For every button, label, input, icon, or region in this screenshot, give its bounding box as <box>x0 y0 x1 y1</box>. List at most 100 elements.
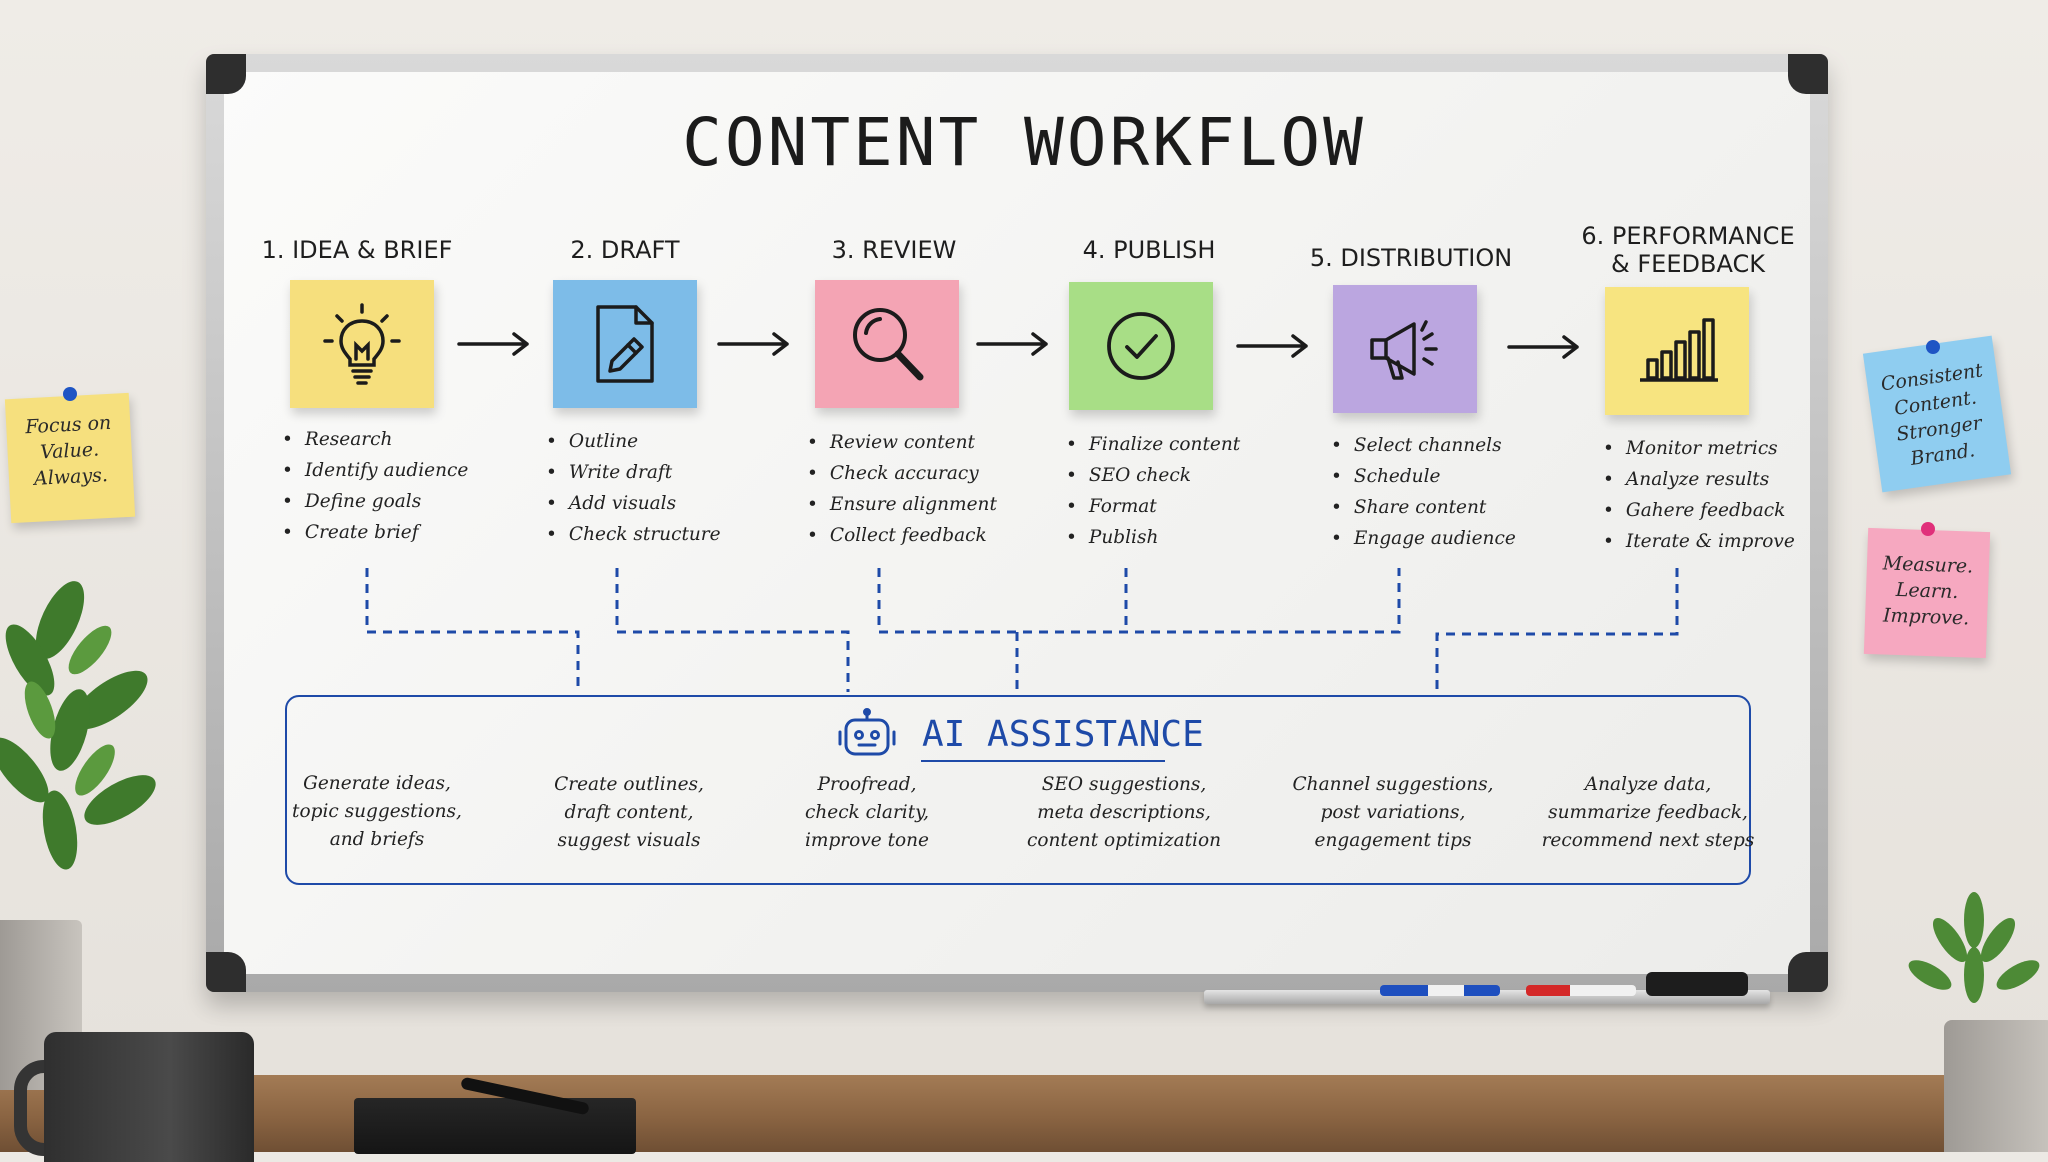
step-title-performance-line1: 6. PERFORMANCE <box>1581 222 1795 250</box>
step-list-distribution: Select channels Schedule Share content E… <box>1331 430 1516 554</box>
list-item: Check accuracy <box>807 458 997 489</box>
list-item: SEO check <box>1066 460 1240 491</box>
list-item: Identify audience <box>282 455 468 486</box>
ai-col-draft: Create outlines, draft content, suggest … <box>514 771 744 855</box>
ai-text-line: recommend next steps <box>1541 830 1755 851</box>
list-item: Research <box>282 424 468 455</box>
plant-right <box>1908 892 2040 1003</box>
ai-col-review: Proofread, check clarity, improve tone <box>752 771 982 855</box>
pushpin <box>1926 340 1940 354</box>
list-item: Check structure <box>546 519 721 550</box>
red-marker[interactable] <box>1526 985 1636 996</box>
step-title-review: 3. REVIEW <box>831 236 957 264</box>
step-list-review: Review content Check accuracy Ensure ali… <box>807 427 997 551</box>
notebook <box>354 1098 636 1154</box>
ai-text-line: Channel suggestions, <box>1292 774 1494 795</box>
step-list-publish: Finalize content SEO check Format Publis… <box>1066 429 1240 553</box>
board-corner-cap <box>206 54 246 94</box>
flow-arrow <box>457 332 529 356</box>
desk <box>0 1075 2048 1152</box>
bar-chart-icon <box>1640 318 1718 382</box>
ai-text-line: Generate ideas, <box>303 773 451 794</box>
whiteboard-surface <box>224 72 1810 974</box>
wall-note-line: Improve. <box>1882 604 1970 630</box>
sticky-note-performance <box>1605 287 1749 415</box>
ai-assistance-header: AI ASSISTANCE <box>836 708 1216 764</box>
wall-note-line: Always. <box>33 464 109 490</box>
list-item: Finalize content <box>1066 429 1240 460</box>
ai-text-line: engagement tips <box>1314 830 1472 851</box>
ai-col-distribution: Channel suggestions, post variations, en… <box>1278 771 1508 855</box>
list-item: Select channels <box>1331 430 1516 461</box>
wall-note-measure: Measure. Learn. Improve. <box>1863 527 1991 659</box>
step-list-idea-brief: Research Identify audience Define goals … <box>282 424 468 548</box>
step-title-performance-line2: & FEEDBACK <box>1611 250 1765 278</box>
list-item: Create brief <box>282 517 468 548</box>
ai-text-line: Create outlines, <box>554 774 704 795</box>
flow-arrow <box>1236 334 1308 358</box>
board-corner-cap <box>206 952 246 992</box>
step-title-performance: 6. PERFORMANCE & FEEDBACK <box>1568 222 1808 278</box>
sticky-note-draft <box>553 280 697 408</box>
ai-col-performance: Analyze data, summarize feedback, recomm… <box>1533 771 1763 855</box>
ai-text-line: Analyze data, <box>1584 774 1712 795</box>
list-item: Monitor metrics <box>1603 433 1795 464</box>
pushpin <box>1921 522 1935 536</box>
flow-arrow <box>717 332 789 356</box>
step-list-draft: Outline Write draft Add visuals Check st… <box>546 426 721 550</box>
ai-text-line: check clarity, <box>804 802 930 823</box>
ai-assistance-title: AI ASSISTANCE <box>922 714 1204 755</box>
step-title-distribution: 5. DISTRIBUTION <box>1309 244 1513 272</box>
board-corner-cap <box>1788 54 1828 94</box>
ai-text-line: and briefs <box>329 829 425 850</box>
ai-col-idea: Generate ideas, topic suggestions, and b… <box>262 770 492 854</box>
list-item: Define goals <box>282 486 468 517</box>
list-item: Add visuals <box>546 488 721 519</box>
list-item: Analyze results <box>1603 464 1795 495</box>
ai-text-line: suggest visuals <box>557 830 701 851</box>
wall-note-focus: Focus on Value. Always. <box>4 392 136 524</box>
ai-text-line: meta descriptions, <box>1037 802 1211 823</box>
blue-marker[interactable] <box>1380 985 1500 996</box>
step-title-draft: 2. DRAFT <box>570 236 680 264</box>
lightbulb-icon <box>323 303 401 385</box>
list-item: Format <box>1066 491 1240 522</box>
list-item: Collect feedback <box>807 520 997 551</box>
check-circle-icon <box>1107 312 1175 380</box>
sticky-note-review <box>815 280 959 408</box>
list-item: Gahere feedback <box>1603 495 1795 526</box>
ai-text-line: post variations, <box>1320 802 1466 823</box>
list-item: Engage audience <box>1331 523 1516 554</box>
magnifier-icon <box>853 308 924 381</box>
ai-text-line: improve tone <box>805 830 929 851</box>
robot-icon <box>838 708 896 756</box>
ai-text-line: summarize feedback, <box>1548 802 1748 823</box>
ai-text-line: SEO suggestions, <box>1041 774 1207 795</box>
ai-title-underline <box>921 760 1165 762</box>
list-item: Share content <box>1331 492 1516 523</box>
ai-text-line: content optimization <box>1027 830 1221 851</box>
wall-note-line: Measure. <box>1882 552 1974 578</box>
board-title: CONTENT WORKFLOW <box>682 104 1366 181</box>
plant-left <box>0 581 156 870</box>
list-item: Review content <box>807 427 997 458</box>
document-pen-icon <box>596 305 654 383</box>
list-item: Schedule <box>1331 461 1516 492</box>
flow-arrow <box>976 332 1048 356</box>
list-item: Iterate & improve <box>1603 526 1795 557</box>
sticky-note-distribution <box>1333 285 1477 413</box>
megaphone-icon <box>1370 320 1438 380</box>
board-corner-cap <box>1788 952 1828 992</box>
ai-text-line: Proofread, <box>817 774 917 795</box>
plant-pot-right <box>1944 1020 2048 1152</box>
list-item: Publish <box>1066 522 1240 553</box>
step-list-performance: Monitor metrics Analyze results Gahere f… <box>1603 433 1795 557</box>
board-eraser[interactable] <box>1646 972 1748 996</box>
coffee-mug <box>44 1032 254 1162</box>
ai-col-publish: SEO suggestions, meta descriptions, cont… <box>1009 771 1239 855</box>
sticky-note-idea-brief <box>290 280 434 408</box>
ai-text-line: topic suggestions, <box>292 801 462 822</box>
pushpin <box>63 387 77 401</box>
ai-text-line: draft content, <box>564 802 694 823</box>
step-title-idea-brief: 1. IDEA & BRIEF <box>261 236 453 264</box>
